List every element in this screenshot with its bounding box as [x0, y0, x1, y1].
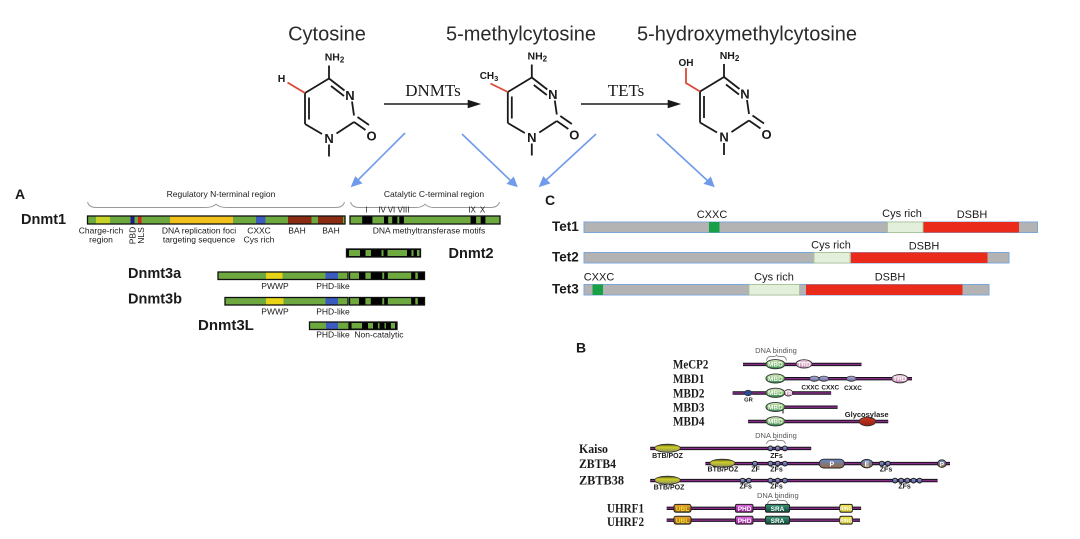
svg-text:MBD4: MBD4 — [673, 414, 705, 429]
svg-text:H: H — [278, 73, 286, 85]
svg-text:UBL: UBL — [676, 506, 689, 513]
svg-text:Cys rich: Cys rich — [244, 235, 275, 245]
svg-text:Tet2: Tet2 — [552, 250, 579, 265]
svg-text:TR: TR — [785, 391, 792, 397]
svg-text:MeCP2: MeCP2 — [673, 356, 708, 371]
svg-text:P: P — [829, 461, 834, 468]
svg-text:Regulatory N-terminal region: Regulatory N-terminal region — [167, 189, 276, 199]
svg-text:Non-catalytic: Non-catalytic — [354, 330, 404, 340]
svg-text:ZBTB4: ZBTB4 — [579, 456, 616, 471]
svg-text:PBD: PBD — [128, 227, 138, 244]
svg-text:5-hydroxymethylcytosine: 5-hydroxymethylcytosine — [637, 24, 857, 46]
svg-text:MBD2: MBD2 — [673, 385, 705, 400]
svg-text:Dnmt3L: Dnmt3L — [198, 317, 254, 334]
svg-text:SRA: SRA — [771, 506, 785, 513]
svg-text:PWWP: PWWP — [261, 307, 289, 317]
svg-text:DNA binding: DNA binding — [757, 491, 799, 500]
svg-text:targeting sequence: targeting sequence — [163, 235, 236, 245]
svg-text:ZFs: ZFs — [770, 453, 783, 460]
svg-text:MBD3: MBD3 — [673, 399, 705, 414]
svg-text:ZFs: ZFs — [898, 484, 911, 491]
svg-text:Dnmt2: Dnmt2 — [449, 246, 494, 262]
svg-text:PHD: PHD — [738, 518, 752, 525]
svg-text:CXXC: CXXC — [697, 209, 728, 221]
svg-text:TETs: TETs — [608, 81, 645, 100]
svg-text:X: X — [480, 206, 486, 215]
svg-text:CXXC: CXXC — [821, 385, 839, 392]
svg-text:PHD-like: PHD-like — [316, 330, 350, 340]
svg-text:CXXC: CXXC — [844, 385, 862, 392]
svg-text:ZFs: ZFs — [770, 484, 783, 491]
svg-text:Charge-rich: Charge-rich — [79, 226, 124, 236]
svg-text:PWWP: PWWP — [261, 281, 289, 291]
svg-text:Dnmt3b: Dnmt3b — [128, 292, 182, 308]
svg-text:MBD1: MBD1 — [673, 371, 705, 386]
svg-text:CH3: CH3 — [480, 71, 499, 83]
svg-text:DSBH: DSBH — [875, 272, 906, 284]
svg-text:Catalytic C-terminal region: Catalytic C-terminal region — [384, 189, 484, 199]
svg-text:CXXC: CXXC — [801, 385, 819, 392]
svg-text:MBD: MBD — [768, 390, 783, 397]
svg-text:Dnmt3a: Dnmt3a — [128, 266, 182, 282]
svg-text:Tet1: Tet1 — [552, 219, 579, 234]
svg-text:DSBH: DSBH — [909, 241, 940, 253]
svg-text:BAH: BAH — [288, 226, 305, 236]
svg-text:E: E — [864, 461, 869, 468]
svg-text:ZF: ZF — [751, 467, 760, 474]
svg-text:PHD-like: PHD-like — [316, 281, 350, 291]
svg-text:SRA: SRA — [771, 518, 785, 525]
svg-text:C: C — [545, 192, 555, 208]
svg-text:Kaiso: Kaiso — [579, 441, 608, 456]
svg-text:DNA replication foci: DNA replication foci — [162, 226, 236, 236]
svg-text:TRD: TRD — [893, 376, 907, 383]
svg-text:A: A — [15, 186, 25, 202]
svg-text:Cys rich: Cys rich — [754, 272, 794, 284]
svg-text:Glycosylase: Glycosylase — [845, 410, 889, 419]
svg-text:RING: RING — [840, 507, 853, 513]
svg-text:PHD: PHD — [738, 506, 752, 513]
svg-text:IX: IX — [468, 206, 476, 215]
svg-text:TRD: TRD — [797, 361, 811, 368]
svg-text:DNA binding: DNA binding — [755, 431, 797, 440]
svg-text:NLS: NLS — [136, 227, 146, 244]
svg-text:Cys rich: Cys rich — [882, 208, 922, 220]
svg-text:VI: VI — [388, 206, 396, 215]
svg-text:MBD: MBD — [768, 419, 783, 426]
svg-text:ZFs: ZFs — [739, 484, 752, 491]
svg-text:I: I — [365, 206, 367, 215]
svg-text:DNMTs: DNMTs — [405, 81, 460, 100]
svg-text:B: B — [576, 340, 586, 356]
svg-text:UBL: UBL — [676, 518, 689, 525]
svg-text:ZBTB38: ZBTB38 — [579, 473, 624, 488]
svg-text:DNA binding: DNA binding — [755, 346, 797, 355]
svg-text:OH: OH — [679, 58, 694, 69]
svg-text:MBD: MBD — [768, 404, 783, 411]
svg-text:Tet3: Tet3 — [552, 282, 579, 297]
svg-text:RING: RING — [840, 519, 853, 525]
svg-text:CXXC: CXXC — [584, 272, 615, 284]
svg-text:CXXC: CXXC — [247, 226, 271, 236]
svg-text:5-methylcytosine: 5-methylcytosine — [446, 24, 596, 46]
svg-text:GR: GR — [744, 398, 754, 404]
svg-text:region: region — [89, 235, 113, 245]
svg-text:BTB/POZ: BTB/POZ — [654, 485, 685, 492]
svg-text:PHD-like: PHD-like — [316, 307, 350, 317]
svg-text:BAH: BAH — [322, 226, 339, 236]
svg-text:P: P — [940, 461, 945, 468]
svg-text:MBD: MBD — [768, 362, 783, 369]
svg-text:BTB/POZ: BTB/POZ — [708, 467, 739, 474]
svg-text:MBD: MBD — [768, 376, 783, 383]
svg-text:BTB/POZ: BTB/POZ — [652, 453, 683, 460]
svg-text:ZFs: ZFs — [770, 467, 783, 474]
svg-text:IV: IV — [378, 206, 386, 215]
svg-text:ZFs: ZFs — [880, 467, 893, 474]
svg-text:DNA methyltransferase motifs: DNA methyltransferase motifs — [373, 226, 485, 236]
svg-text:DSBH: DSBH — [957, 209, 988, 221]
svg-text:Cytosine: Cytosine — [288, 24, 366, 46]
svg-text:UHRF2: UHRF2 — [607, 514, 644, 529]
svg-text:VIII: VIII — [397, 206, 409, 215]
svg-text:UHRF1: UHRF1 — [607, 500, 644, 515]
svg-text:Dnmt1: Dnmt1 — [21, 212, 66, 228]
svg-text:Cys rich: Cys rich — [811, 240, 851, 252]
